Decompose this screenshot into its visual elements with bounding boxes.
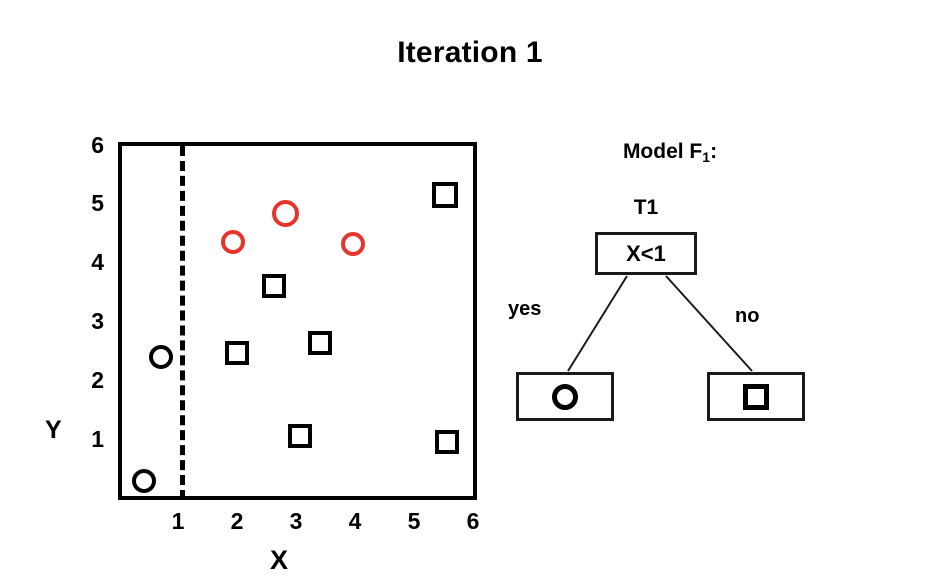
figure-title: Iteration 1: [397, 36, 543, 69]
edge-label-yes: yes: [508, 298, 542, 320]
y-axis-label: Y: [45, 416, 62, 444]
data-point-circle-red: [272, 200, 299, 227]
x-tick-3: 3: [289, 508, 303, 534]
data-point-square: [432, 182, 458, 208]
tree-leaf-no[interactable]: [707, 372, 805, 421]
y-tick-3: 3: [91, 308, 104, 334]
x-tick-6: 6: [466, 508, 480, 534]
data-point-square: [435, 430, 459, 454]
y-tick-5: 5: [91, 190, 104, 216]
y-tick-4: 4: [91, 249, 104, 275]
x-tick-1: 1: [171, 508, 185, 534]
edge-label-no: no: [735, 305, 760, 327]
plot-frame: [118, 142, 477, 500]
data-point-square: [262, 274, 286, 298]
data-point-square: [225, 341, 249, 365]
x-tick-5: 5: [407, 508, 421, 534]
scatter-plot: 6 5 4 3 2 1 Y 1 2 3 4 5: [0, 120, 500, 588]
data-point-circle-red: [341, 232, 365, 256]
decision-boundary-line: [180, 146, 185, 500]
y-tick-1: 1: [91, 426, 104, 452]
model-label-subscript: 1: [702, 149, 711, 165]
model-label-prefix: Model F: [622, 140, 703, 163]
data-point-circle-black: [149, 345, 173, 369]
tree-edges: [567, 275, 753, 372]
decision-tree-diagram: Model F1: T1 X<1 yes no: [490, 120, 940, 450]
circle-glyph-icon: [552, 383, 578, 410]
x-tick-2: 2: [230, 508, 244, 534]
x-axis-label: X: [270, 545, 289, 575]
model-label-suffix: :: [710, 140, 718, 163]
x-tick-4: 4: [348, 508, 362, 534]
data-point-circle-red: [221, 230, 245, 254]
y-tick-2: 2: [91, 367, 104, 393]
y-tick-6: 6: [91, 132, 104, 158]
data-point-square: [288, 424, 312, 448]
data-point-square: [308, 331, 332, 355]
tree-root-node[interactable]: X<1: [595, 232, 697, 275]
tree-root-name: T1: [633, 196, 659, 219]
model-label: Model F1:: [490, 140, 850, 165]
data-point-circle-black: [132, 469, 156, 493]
tree-leaf-yes[interactable]: [516, 372, 614, 421]
square-glyph-icon: [743, 383, 769, 410]
